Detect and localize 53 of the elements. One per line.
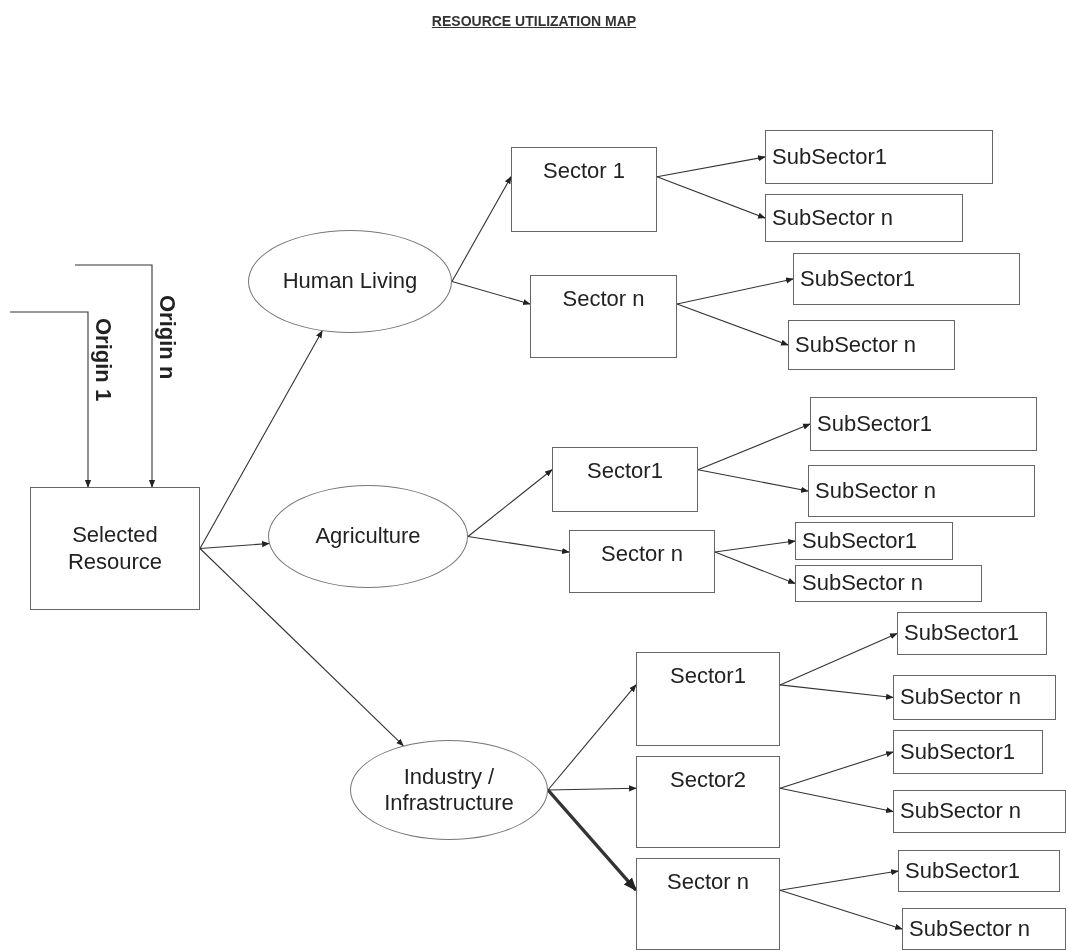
arrow <box>779 787 894 814</box>
subsector-box: SubSector1 <box>765 130 993 184</box>
arrow <box>9 311 92 488</box>
subsector-box: SubSector1 <box>793 253 1020 305</box>
sector-box: Sector1 <box>636 652 780 746</box>
edge-label: Origin 1 <box>92 318 114 402</box>
arrow <box>676 277 794 305</box>
arrow <box>714 551 796 585</box>
arrow <box>697 423 811 471</box>
sector-box: Sector 1 <box>511 147 657 232</box>
arrow <box>451 280 531 306</box>
arrow <box>74 264 156 488</box>
arrow <box>779 684 894 700</box>
sector-box: Sector2 <box>636 756 780 848</box>
subsector-box: SubSector n <box>788 320 955 370</box>
arrow <box>451 176 512 283</box>
arrow <box>676 303 789 346</box>
arrow <box>467 469 553 538</box>
arrow <box>199 547 404 747</box>
subsector-box: SubSector1 <box>898 850 1060 892</box>
sector-box: Sector n <box>636 858 780 950</box>
subsector-box: SubSector1 <box>810 397 1037 451</box>
process-box: Selected Resource <box>30 487 200 610</box>
diagram-title: RESOURCE UTILIZATION MAP <box>431 13 637 29</box>
arrow <box>779 632 898 686</box>
subsector-box: SubSector n <box>765 194 963 242</box>
category-ellipse: Human Living <box>248 230 452 333</box>
category-ellipse: Industry / Infrastructure <box>350 740 548 840</box>
sector-box: Sector1 <box>552 447 698 512</box>
arrow <box>467 535 570 555</box>
subsector-box: SubSector1 <box>795 522 953 560</box>
category-ellipse: Agriculture <box>268 485 468 588</box>
subsector-box: SubSector n <box>795 565 982 602</box>
subsector-box: SubSector1 <box>897 612 1047 655</box>
arrow <box>697 469 809 493</box>
subsector-box: SubSector n <box>893 675 1056 720</box>
arrow <box>199 541 270 550</box>
arrow <box>656 155 766 178</box>
arrow <box>779 751 894 789</box>
subsector-box: SubSector n <box>893 790 1066 833</box>
arrow <box>656 176 766 219</box>
subsector-box: SubSector n <box>902 908 1066 950</box>
subsector-box: SubSector1 <box>893 730 1043 774</box>
arrow <box>547 684 637 791</box>
arrow <box>779 869 899 891</box>
sector-box: Sector n <box>530 275 677 358</box>
arrow <box>547 785 637 792</box>
sector-box: Sector n <box>569 530 715 593</box>
arrow <box>714 538 796 553</box>
arrow <box>779 889 903 930</box>
arrow <box>546 788 638 892</box>
subsector-box: SubSector n <box>808 465 1035 517</box>
edge-label: Origin n <box>156 295 178 380</box>
